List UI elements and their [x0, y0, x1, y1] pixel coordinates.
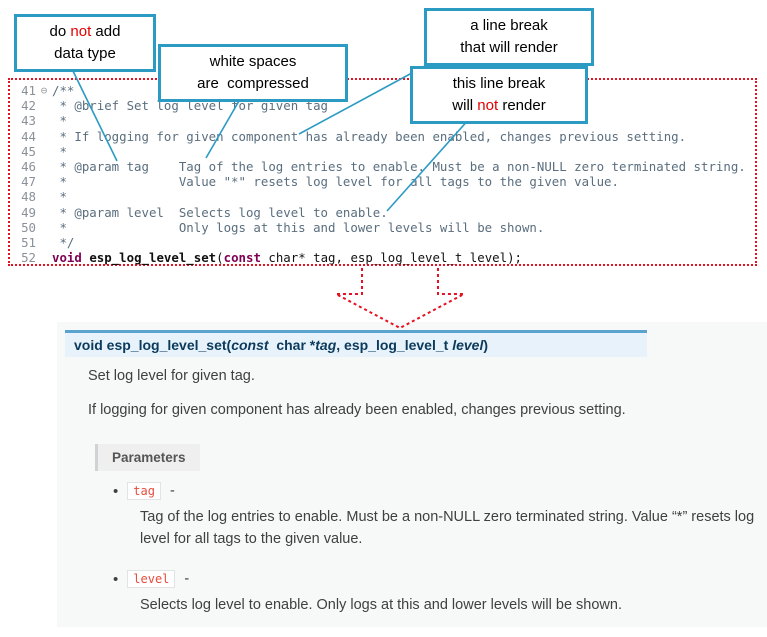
- fold-column: [36, 159, 52, 174]
- code-line: 43 *: [10, 113, 755, 128]
- line-number: 49: [21, 204, 36, 220]
- code-text: * @param level Selects log level to enab…: [52, 204, 388, 220]
- callout-line: this line break: [452, 75, 546, 92]
- code-text: * @param tag Tag of the log entries to e…: [52, 158, 746, 174]
- sig-keyword-const: const: [231, 337, 269, 353]
- param-dash: -: [169, 483, 175, 499]
- line-number: 48: [21, 189, 36, 205]
- sig-arg-tag: tag: [315, 337, 337, 353]
- fold-column: [36, 129, 52, 144]
- fold-column: [36, 250, 52, 265]
- param-name-literal: level: [127, 570, 176, 588]
- fold-column: [36, 174, 52, 189]
- callout-line-break-renders: a line break that will render: [424, 8, 594, 66]
- code-line: 47 * Value "*" resets log level for all …: [10, 174, 755, 189]
- code-text: */: [52, 234, 75, 250]
- keyword-void: void: [52, 250, 90, 266]
- line-number: 44: [21, 128, 36, 144]
- line-number: 43: [21, 113, 36, 129]
- sig-type-esp-log-level-t: esp_log_level_t: [344, 337, 453, 353]
- fold-column: [36, 205, 52, 220]
- code-line: 42 * @brief Set log level for given tag: [10, 98, 755, 113]
- callout-line: are compressed: [197, 74, 309, 92]
- fold-column: [36, 144, 52, 159]
- callout-line: will not render: [422, 95, 576, 117]
- callout-line: do not add: [26, 21, 144, 43]
- bullet-icon: •: [113, 570, 119, 588]
- bullet-icon: •: [113, 482, 119, 500]
- callout-text: will: [452, 96, 478, 114]
- param-description-tag: Tag of the log entries to enable. Must b…: [140, 509, 755, 548]
- sig-arg-level: level: [452, 337, 484, 353]
- code-line: 50 * Only logs at this and lower levels …: [10, 220, 755, 235]
- param-name-literal: tag: [127, 482, 161, 500]
- fold-column: [36, 189, 52, 204]
- sig-paren: ): [483, 337, 489, 353]
- line-number: 45: [21, 143, 36, 159]
- callout-text-emphasis: not: [70, 23, 92, 40]
- code-text: * Only logs at this and lower levels wil…: [52, 219, 545, 235]
- fold-column: [36, 220, 52, 235]
- line-number: 51: [21, 234, 36, 250]
- code-text: * If logging for given component has alr…: [52, 128, 687, 144]
- brief-description: Set log level for given tag.: [88, 368, 255, 384]
- callout-text: render: [498, 96, 546, 114]
- param-item-level: • level -: [113, 570, 189, 588]
- keyword-const: const: [223, 250, 261, 266]
- fold-toggle-icon[interactable]: ⊖: [40, 84, 48, 97]
- line-number: 47: [21, 174, 36, 190]
- param-description-level: Selects log level to enable. Only logs a…: [140, 597, 622, 613]
- dotted-down-arrow: [335, 268, 465, 330]
- parameters-heading: Parameters: [95, 444, 200, 471]
- sig-type-char: char *: [268, 337, 316, 353]
- callout-text: do: [49, 23, 71, 40]
- sig-paren: (: [226, 337, 232, 353]
- sig-function-name: esp_log_level_set: [106, 337, 227, 353]
- code-line: 49 * @param level Selects log level to e…: [10, 205, 755, 220]
- line-number: 42: [21, 98, 36, 114]
- callout-text-emphasis: not: [477, 96, 499, 114]
- fold-column: [36, 98, 52, 113]
- code-line-declaration: 52 void esp_log_level_set(const char* tag…: [10, 250, 755, 265]
- sig-keyword-void: void: [74, 337, 107, 353]
- callout-line: white spaces: [209, 53, 297, 70]
- code-line: 44 * If logging for given component has …: [10, 129, 755, 144]
- detailed-description: If logging for given component has alrea…: [88, 402, 626, 418]
- code-text: char* tag, esp_log_level_t level);: [260, 250, 523, 266]
- code-line: 48 *: [10, 189, 755, 204]
- fold-column: [36, 235, 52, 250]
- param-dash: -: [184, 571, 190, 587]
- function-signature-header: void esp_log_level_set(const char *tag, …: [65, 330, 647, 357]
- callout-line-break-not-render: this line break will not render: [410, 66, 588, 124]
- code-text: *: [52, 189, 67, 205]
- callout-white-spaces-compressed: white spaces are compressed: [158, 44, 348, 102]
- sig-comma: ,: [336, 337, 345, 353]
- callout-line: data type: [54, 44, 116, 62]
- line-number: 41: [21, 83, 36, 98]
- param-item-tag: • tag -: [113, 482, 175, 500]
- code-text: *: [52, 143, 67, 159]
- code-text: *: [52, 113, 67, 129]
- callout-line: that will render: [460, 38, 558, 56]
- rendered-docs-panel: void esp_log_level_set(const char *tag, …: [57, 322, 767, 627]
- code-editor: 41 ⊖ /** 42 * @brief Set log level for giv…: [8, 78, 757, 266]
- line-number: 52: [21, 250, 36, 266]
- callout-line: a line break: [470, 17, 548, 34]
- code-text: (: [216, 250, 224, 266]
- callout-text: add: [91, 23, 121, 40]
- code-line: 46 * @param tag Tag of the log entries t…: [10, 159, 755, 174]
- function-name: esp_log_level_set: [89, 250, 217, 266]
- line-number: 50: [21, 219, 36, 235]
- fold-column: [36, 113, 52, 128]
- code-line: 51 */: [10, 235, 755, 250]
- line-number: 46: [21, 158, 36, 174]
- code-line: 45 *: [10, 144, 755, 159]
- code-text: * Value "*" resets log level for all tag…: [52, 174, 619, 190]
- code-line: 41 ⊖ /**: [10, 83, 755, 98]
- callout-do-not-add-data-type: do not add data type: [14, 14, 156, 72]
- code-text: /**: [52, 83, 75, 98]
